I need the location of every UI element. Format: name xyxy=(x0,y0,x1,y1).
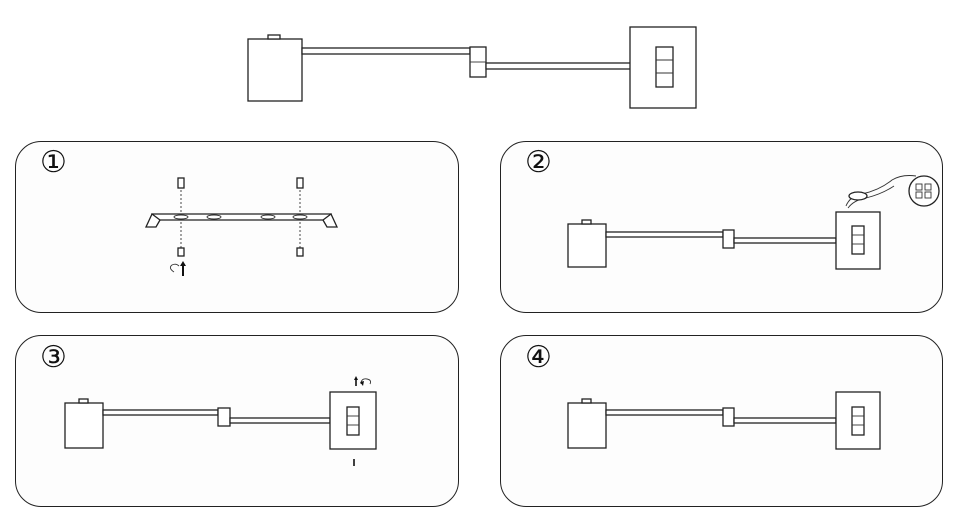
step-panel-1: ① xyxy=(15,141,459,313)
step-4-lamp xyxy=(567,391,881,450)
rotate-arrow-icon xyxy=(354,376,372,386)
wire-connector xyxy=(845,175,940,209)
step-3-lamp xyxy=(64,391,377,450)
overview-lamp-shade xyxy=(247,34,303,102)
step-number-1: ① xyxy=(40,145,67,180)
step-2-lamp xyxy=(567,211,881,270)
step-number-2: ② xyxy=(525,145,552,180)
bracket xyxy=(144,212,339,228)
step-number-4: ④ xyxy=(525,340,552,375)
tighten-arrow-icon xyxy=(169,261,186,276)
overview-wall-plate xyxy=(629,26,697,109)
step-number-3: ③ xyxy=(40,340,67,375)
